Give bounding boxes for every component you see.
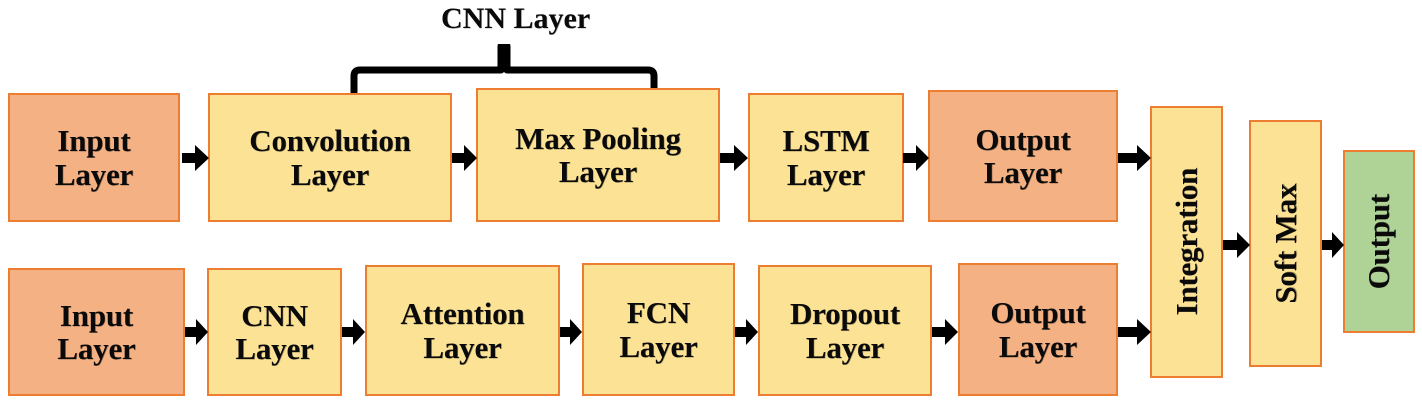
arrow-bottom-fcn-to-dropout bbox=[735, 315, 759, 349]
block-label: LSTM Layer bbox=[782, 123, 870, 192]
block-soft-max[interactable]: Soft Max bbox=[1249, 120, 1322, 367]
block-top-output-layer[interactable]: Output Layer bbox=[928, 90, 1118, 222]
block-bottom-output-layer[interactable]: Output Layer bbox=[958, 263, 1118, 396]
block-label: Output Layer bbox=[990, 295, 1086, 364]
arrow-bottom-input-to-cnn bbox=[185, 315, 209, 349]
arrow-top-lstm-to-output bbox=[903, 141, 930, 175]
block-label: Attention Layer bbox=[400, 296, 525, 365]
block-label: FCN Layer bbox=[619, 295, 698, 364]
arrow-top-output-to-integration bbox=[1118, 141, 1152, 175]
cnn-layer-caption: CNN Layer bbox=[441, 2, 591, 35]
block-top-input-layer[interactable]: Input Layer bbox=[8, 93, 180, 222]
block-label: Integration bbox=[1168, 168, 1204, 316]
arrow-bottom-dropout-to-output bbox=[932, 315, 959, 349]
block-top-convolution-layer[interactable]: Convolution Layer bbox=[208, 93, 452, 222]
block-label: Convolution Layer bbox=[249, 123, 411, 192]
block-top-max-pooling-layer[interactable]: Max Pooling Layer bbox=[476, 88, 720, 222]
arrow-top-convolution-to-maxpooling bbox=[452, 141, 478, 175]
cnn-layer-bracket bbox=[348, 44, 666, 94]
arrow-softmax-to-output bbox=[1322, 228, 1345, 262]
block-label: Max Pooling Layer bbox=[515, 120, 681, 189]
block-output[interactable]: Output bbox=[1343, 150, 1415, 333]
block-label: Output Layer bbox=[975, 121, 1071, 190]
block-bottom-input-layer[interactable]: Input Layer bbox=[8, 268, 185, 396]
block-bottom-dropout-layer[interactable]: Dropout Layer bbox=[758, 265, 932, 396]
block-top-lstm-layer[interactable]: LSTM Layer bbox=[748, 93, 904, 222]
arrow-bottom-output-to-integration bbox=[1118, 315, 1152, 349]
block-label: Dropout Layer bbox=[790, 296, 900, 365]
arrow-top-input-to-convolution bbox=[182, 141, 210, 175]
block-label: Input Layer bbox=[54, 123, 134, 192]
block-bottom-cnn-layer[interactable]: CNN Layer bbox=[207, 268, 342, 396]
block-bottom-fcn-layer[interactable]: FCN Layer bbox=[582, 263, 735, 396]
arrow-integration-to-softmax bbox=[1223, 228, 1251, 262]
arrow-top-maxpooling-to-lstm bbox=[720, 141, 749, 175]
block-label: Input Layer bbox=[57, 297, 136, 366]
block-label: Output bbox=[1361, 193, 1397, 290]
block-label: CNN Layer bbox=[235, 297, 314, 366]
arrow-bottom-cnn-to-attention bbox=[342, 315, 366, 349]
block-integration[interactable]: Integration bbox=[1150, 106, 1223, 378]
arrow-bottom-attention-to-fcn bbox=[560, 315, 583, 349]
block-label: Soft Max bbox=[1267, 183, 1303, 304]
block-bottom-attention-layer[interactable]: Attention Layer bbox=[365, 265, 560, 396]
